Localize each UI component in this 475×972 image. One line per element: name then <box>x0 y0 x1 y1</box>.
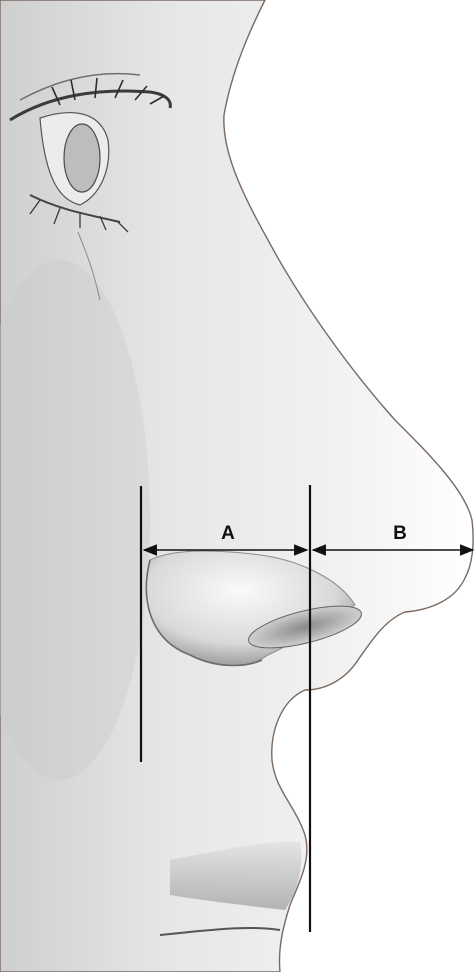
label-a: A <box>221 523 235 544</box>
label-b: B <box>393 523 407 544</box>
iris <box>64 124 100 192</box>
